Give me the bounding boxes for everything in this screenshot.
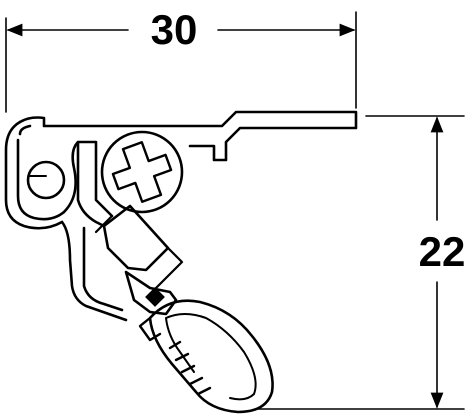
screw-head — [100, 130, 184, 214]
screw-cross-recess — [111, 141, 173, 203]
screw-icon — [100, 130, 184, 214]
profile-hook — [60, 140, 128, 322]
width-dimension-label: 30 — [151, 6, 198, 53]
width-dimension: 30 — [5, 6, 357, 113]
profile-top-flange — [18, 110, 358, 162]
seal-lip-neck — [138, 316, 162, 342]
profile-inner-channel — [76, 140, 124, 312]
height-dimension-label: 22 — [419, 228, 466, 275]
seal-lip-inner — [165, 313, 257, 401]
seal-profile — [4, 110, 358, 322]
profile-clip — [124, 270, 178, 316]
profile-arm-inner — [94, 214, 184, 294]
seal-lip-outer — [148, 299, 274, 414]
seal-lip-ridges — [168, 340, 212, 396]
profile-left-housing — [4, 120, 66, 230]
height-dimension: 22 — [255, 115, 466, 410]
profile-clip-insert — [145, 287, 165, 307]
profile-arm — [102, 204, 170, 272]
seal-lip — [138, 299, 274, 414]
profile-pin — [26, 160, 66, 200]
